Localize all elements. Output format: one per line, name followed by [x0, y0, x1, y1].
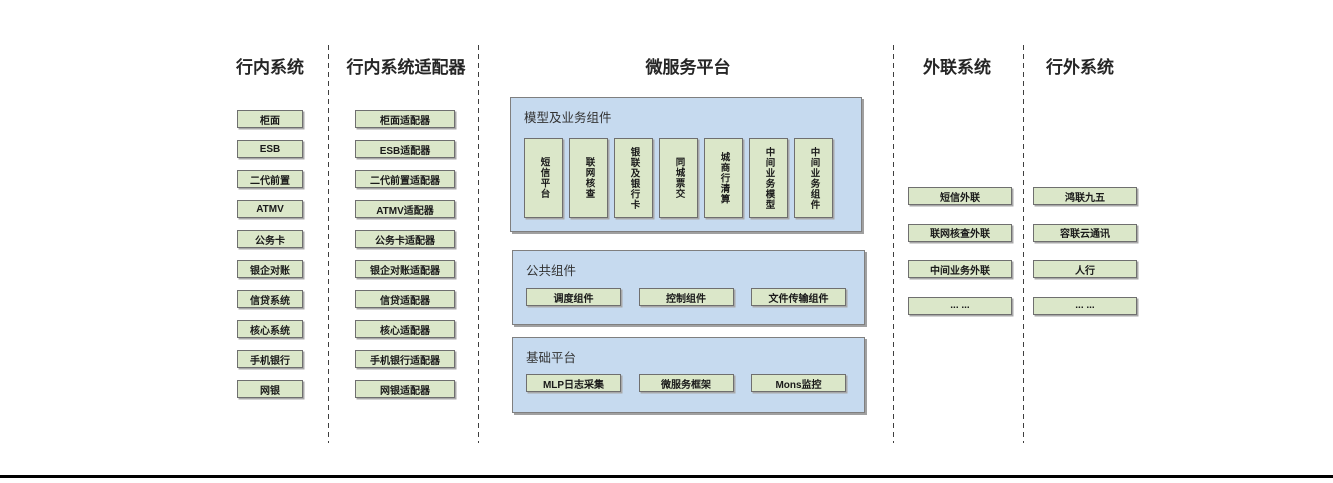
external-systems-list: 鸿联九五容联云通讯人行 ... ... [1033, 187, 1137, 315]
external-system-node: ... ... [1033, 296, 1137, 315]
outlink-system-node: 联网核查外联 [908, 223, 1012, 242]
common-component-node: 控制组件 [638, 288, 734, 306]
model-component-node: 中间业务模型 [749, 138, 788, 218]
outlink-systems-list: 短信外联联网核查外联中间业务外联 ... ... [908, 187, 1012, 315]
adapter-node: 手机银行适配器 [355, 350, 455, 368]
internal-adapters-list: 柜面适配器 ESB适配器二代前置适配器 ATMV适配器公务卡适配器银企对账适配器信贷… [355, 110, 455, 398]
column-title-microservice-platform: 微服务平台 [645, 58, 731, 77]
outlink-system-node: 短信外联 [908, 187, 1012, 205]
adapter-node: ESB适配器 [355, 140, 455, 158]
adapter-node: ATMV适配器 [355, 200, 455, 218]
internal-system-node: 手机银行 [237, 350, 303, 368]
common-component-node: 文件传输组件 [751, 288, 846, 306]
dashed-separator-2 [478, 45, 479, 443]
model-component-node: 银联及银行卡 [614, 138, 653, 218]
dashed-separator-1 [328, 45, 329, 443]
base-platform-node: MLP日志采集 [526, 374, 621, 392]
adapter-node: 公务卡适配器 [355, 230, 455, 248]
common-components-group: 公共组件 调度组件控制组件文件传输组件 [512, 250, 865, 325]
internal-system-node: 核心系统 [237, 320, 303, 338]
model-component-node: 联网核查 [569, 138, 608, 218]
model-component-node: 同城票交 [659, 138, 698, 218]
common-component-node: 调度组件 [526, 288, 621, 306]
adapter-node: 银企对账适配器 [355, 260, 455, 278]
model-component-node: 城商行清算 [704, 138, 743, 218]
adapter-node: 核心适配器 [355, 320, 455, 338]
base-platform-group: 基础平台 MLP日志采集微服务框架 Mons监控 [512, 337, 865, 413]
internal-system-node: 柜面 [237, 110, 303, 128]
internal-systems-list: 柜面 ESB 二代前置 ATMV 公务卡银企对账信贷系统核心系统手机银行网银 [237, 110, 303, 398]
section-title-common-components: 公共组件 [526, 264, 577, 278]
internal-system-node: 信贷系统 [237, 290, 303, 308]
base-platform-node: Mons监控 [751, 374, 846, 392]
internal-system-node: ESB [237, 140, 303, 158]
bottom-border-line [0, 475, 1333, 478]
outlink-system-node: 中间业务外联 [908, 260, 1012, 278]
model-business-components-group: 模型及业务组件 短信平台联网核查银联及银行卡同城票交城商行清算中间业务模型中间业… [510, 97, 862, 232]
internal-system-node: ATMV [237, 200, 303, 218]
model-components-row: 短信平台联网核查银联及银行卡同城票交城商行清算中间业务模型中间业务组件 [524, 138, 833, 218]
dashed-separator-4 [1023, 45, 1024, 443]
adapter-node: 网银适配器 [355, 380, 455, 398]
common-components-row: 调度组件控制组件文件传输组件 [526, 288, 846, 306]
section-title-base-platform: 基础平台 [526, 351, 577, 365]
internal-system-node: 公务卡 [237, 230, 303, 248]
column-title-external-systems: 行外系统 [1046, 58, 1114, 77]
internal-system-node: 银企对账 [237, 260, 303, 278]
internal-system-node: 二代前置 [237, 170, 303, 188]
external-system-node: 容联云通讯 [1033, 223, 1137, 242]
column-title-outlink-systems: 外联系统 [923, 58, 991, 77]
adapter-node: 柜面适配器 [355, 110, 455, 128]
external-system-node: 人行 [1033, 260, 1137, 278]
outlink-system-node: ... ... [908, 296, 1012, 315]
section-title-model-components: 模型及业务组件 [524, 111, 612, 125]
model-component-node: 短信平台 [524, 138, 563, 218]
internal-system-node: 网银 [237, 380, 303, 398]
column-title-internal-adapters: 行内系统适配器 [346, 58, 466, 77]
external-system-node: 鸿联九五 [1033, 187, 1137, 205]
base-platform-node: 微服务框架 [638, 374, 734, 392]
base-platform-row: MLP日志采集微服务框架 Mons监控 [526, 374, 846, 392]
dashed-separator-3 [893, 45, 894, 443]
column-title-internal-systems: 行内系统 [236, 58, 304, 77]
adapter-node: 信贷适配器 [355, 290, 455, 308]
adapter-node: 二代前置适配器 [355, 170, 455, 188]
model-component-node: 中间业务组件 [794, 138, 833, 218]
